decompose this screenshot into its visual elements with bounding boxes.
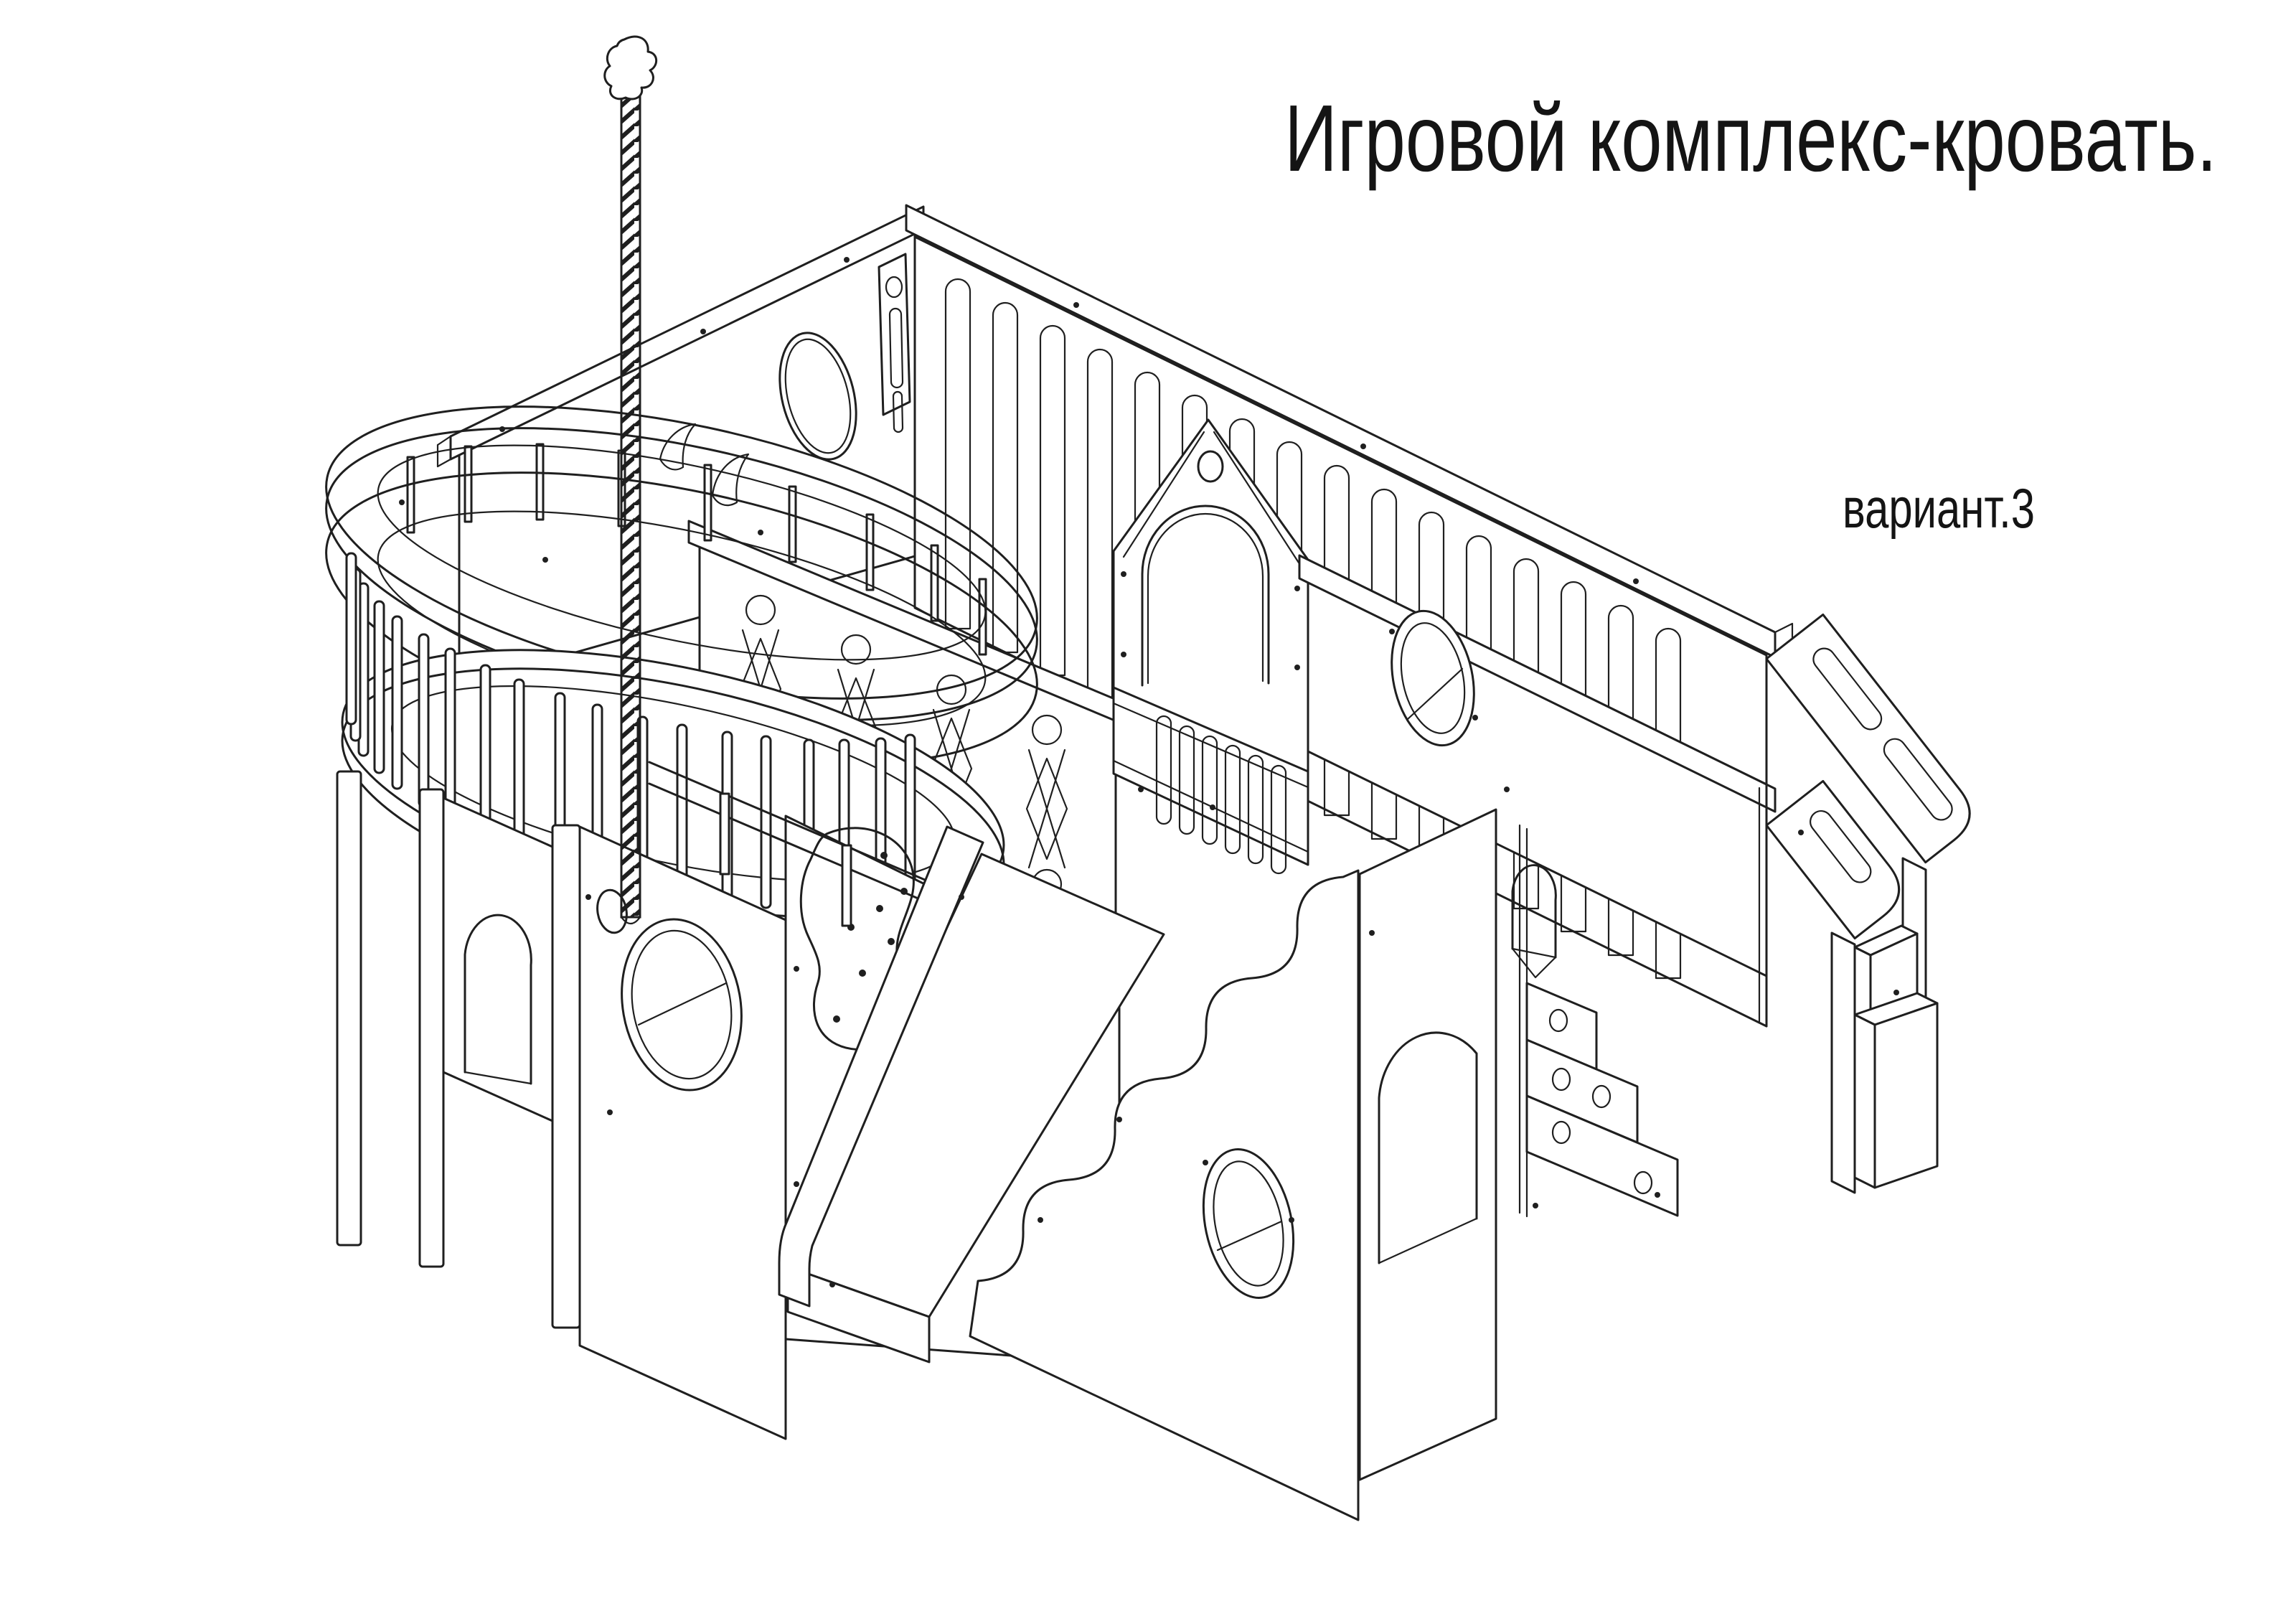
lower-cabin-front-wall (578, 825, 787, 1440)
stair-steps (1853, 924, 1939, 1189)
right-side-wall (1358, 808, 1497, 1481)
bolt-dots (399, 257, 1899, 1287)
step-drawer-tower (1511, 824, 1679, 1218)
arched-doorway (1378, 1031, 1478, 1264)
drawing-title: Игровой комплекс-кровать. (1284, 85, 2217, 191)
variant-label: вариант.3 (1843, 477, 2035, 540)
wave-cutout-icon (711, 453, 750, 507)
slide-wavy-panel (969, 869, 1360, 1521)
corner-board (878, 253, 911, 433)
upper-front-wall (1298, 554, 1777, 1028)
arched-window (464, 914, 532, 1085)
slide (778, 825, 1360, 1521)
head-wall-porthole (778, 332, 857, 461)
slide-rail (778, 825, 984, 1308)
drawer-step-bottom (1525, 1094, 1679, 1217)
gable-peak-hole (1197, 450, 1224, 483)
stair-railing-near (1765, 779, 1901, 1194)
arched-niche (1511, 864, 1557, 979)
gable-arch-opening (1141, 504, 1270, 687)
rope-knot (603, 35, 658, 100)
balcony-legs (336, 770, 581, 1329)
crows-nest-balcony (325, 405, 1038, 1329)
wave-cutout-icon (659, 423, 697, 471)
large-porthole (621, 918, 743, 1092)
climbing-rope (603, 35, 658, 925)
front-wall-porthole (1391, 609, 1475, 747)
gable-playhouse (1112, 418, 1309, 875)
wavy-panel-porthole (1202, 1148, 1295, 1299)
staircase (1765, 613, 1971, 1194)
